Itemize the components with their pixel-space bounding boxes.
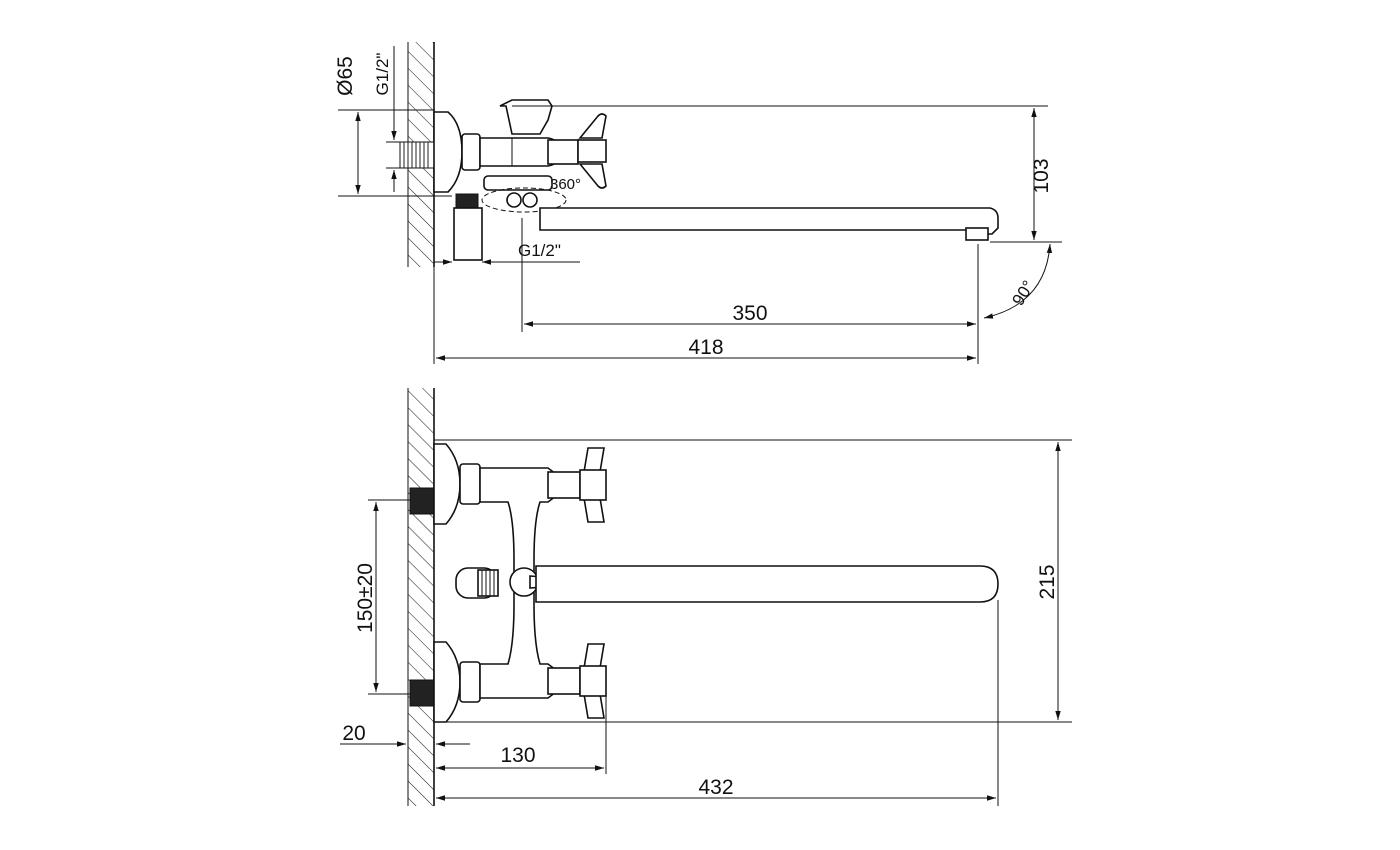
dim-diameter-65: Ø65 bbox=[334, 56, 357, 96]
inlet-thread-lower bbox=[409, 679, 435, 707]
wall-hatch-front bbox=[408, 388, 434, 806]
dim-total-432: 432 bbox=[698, 776, 733, 799]
cross-handle-top bbox=[577, 113, 607, 189]
angle-arc bbox=[983, 243, 1053, 319]
dim-height-103: 103 bbox=[1030, 158, 1053, 193]
swivel-ellipse bbox=[481, 187, 567, 213]
front-view: 215 150±20 20 130 432 bbox=[340, 388, 1072, 806]
inlet-thread-label: G1/2" bbox=[373, 53, 392, 96]
rotation-label: 360° bbox=[550, 176, 581, 193]
dim-total-418: 418 bbox=[688, 336, 723, 359]
dim-height-215: 215 bbox=[1036, 564, 1059, 599]
flange-upper bbox=[433, 443, 461, 525]
inlet-thread-upper bbox=[409, 487, 435, 515]
aerator bbox=[965, 227, 989, 241]
connector-nut bbox=[461, 133, 481, 171]
upper-body bbox=[499, 99, 553, 135]
dim-spout-350: 350 bbox=[732, 302, 767, 325]
cross-handle-front-lower bbox=[579, 643, 607, 719]
spout-front bbox=[535, 565, 999, 603]
flange-lower bbox=[433, 641, 461, 723]
top-view: 103 90° Ø65 G1/2" 360° G1/2" 350 418 bbox=[334, 42, 1062, 364]
escutcheon-flange bbox=[433, 111, 463, 193]
angle-label: 90° bbox=[1008, 277, 1038, 309]
spout bbox=[539, 207, 999, 235]
outlet-thread-label: G1/2" bbox=[518, 241, 561, 260]
swivel-base bbox=[483, 175, 553, 191]
dim-center-distance: 150±20 bbox=[354, 563, 377, 633]
lower-inlet-block bbox=[455, 193, 479, 209]
cross-handle-front-upper bbox=[579, 447, 607, 523]
dim-wall-offset-20: 20 bbox=[342, 722, 365, 745]
dim-handle-reach-130: 130 bbox=[500, 744, 535, 767]
inlet-thread bbox=[399, 141, 435, 169]
